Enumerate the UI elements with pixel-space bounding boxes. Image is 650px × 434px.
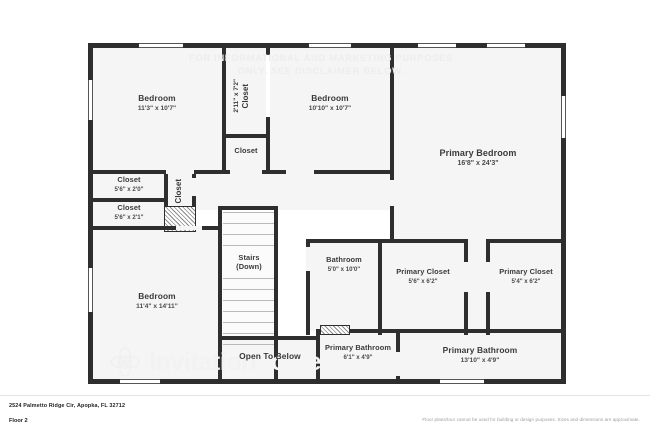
footer-bar: 2524 Palmetto Ridge Cir, Apopka, FL 3271…	[0, 395, 650, 434]
interior-wall-open-below-top	[218, 336, 320, 340]
window-top-left	[139, 43, 183, 48]
interior-wall-closet-divider	[222, 134, 270, 138]
door-opening-primary-bedroom	[390, 180, 394, 206]
room-label-closet-left-lower: Closet 5'6" x 2'1"	[114, 203, 144, 221]
room-fill-primary-closet-left	[382, 243, 464, 331]
room-label-closet-under-top: Closet	[234, 146, 258, 155]
exterior-wall-right	[561, 43, 566, 384]
interior-wall-closet-left	[222, 47, 226, 174]
interior-wall-bathroom-left	[306, 239, 310, 335]
closet-door-opening-top	[266, 55, 270, 117]
interior-wall-bedroom-rear-right	[218, 206, 222, 384]
room-fill-primary-bathroom-main	[400, 333, 562, 380]
interior-wall-closet-hall-right	[192, 174, 196, 230]
room-fill-bedroom-rear-left	[92, 230, 220, 380]
room-label-primary-bedroom: Primary Bedroom 16'8" x 24'3"	[439, 148, 517, 167]
room-label-primary-closet-right: Primary Closet 5'4" x 6'2"	[499, 267, 553, 285]
door-opening-closet-lower	[230, 170, 262, 174]
interior-wall-bathroom-right	[378, 239, 382, 335]
room-label-stairs: Stairs (Down)	[236, 253, 262, 271]
window-top-primary	[418, 43, 456, 48]
room-label-primary-bathroom-main: Primary Bathroom 13'10" x 4'9"	[442, 345, 518, 364]
window-bottom-right	[440, 379, 484, 384]
window-top-right	[309, 43, 351, 48]
room-fill-primary-bedroom	[394, 47, 562, 243]
interior-wall-pcloset-right-top	[486, 239, 566, 243]
floor-plan-canvas: FOR INFORMATIONAL AND MARKETING PURPOSES…	[88, 43, 566, 384]
room-label-open-to-below: Open To Below	[239, 351, 301, 361]
interior-wall-primary-bath-top	[316, 329, 566, 333]
room-fill-bathroom	[310, 243, 378, 331]
room-label-closet-hall-vertical: Closet	[174, 178, 183, 204]
property-address: 2524 Palmetto Ridge Cir, Apopka, FL 3271…	[9, 403, 126, 409]
room-fill-bedroom-front-left	[92, 47, 222, 174]
room-label-bedroom-front-right: Bedroom 10'10" x 10'7"	[308, 93, 352, 112]
window-bottom-left	[120, 379, 160, 384]
room-label-bathroom: Bathroom 5'0" x 10'0"	[326, 255, 362, 273]
door-opening-hall-closet-a	[192, 178, 196, 196]
stairs-treads	[223, 212, 274, 380]
room-label-primary-bathroom-small: Primary Bathroom 6'1" x 4'9"	[324, 343, 392, 361]
room-fill-bedroom-front-right	[270, 47, 390, 174]
interior-wall-bedroom-primary	[390, 47, 394, 243]
room-fill-closet-hall-vertical	[168, 174, 194, 208]
interior-wall-stairs-top	[218, 206, 278, 210]
interior-wall-stairs-right	[274, 206, 278, 384]
room-label-primary-closet-left: Primary Closet 5'6" x 6'2"	[396, 267, 450, 285]
exterior-wall-left	[88, 43, 93, 384]
interior-wall-closet-left-divider	[92, 198, 168, 202]
interior-wall-closet-hall-left	[164, 174, 168, 230]
room-fill-hall	[196, 174, 562, 210]
footer-disclaimer: Floor plans/tour cannot be used for buil…	[422, 417, 640, 422]
door-opening-primary-bath-divider	[396, 352, 400, 376]
window-left-bedroom-rear	[88, 268, 93, 312]
primary-bath-hatch-block	[320, 325, 350, 335]
floor-label: Floor 2	[9, 418, 28, 424]
room-fill-open-to-below	[222, 340, 318, 380]
door-opening-bedroom-front-left	[166, 170, 194, 174]
door-opening-pcloset-left	[464, 262, 468, 292]
interior-wall-bedroom-rear-top	[92, 226, 222, 230]
room-fill-primary-bath-link	[466, 243, 488, 333]
room-fill-primary-closet-right	[490, 243, 562, 331]
door-opening-pcloset-right	[486, 262, 490, 292]
door-opening-bedroom-front-right	[286, 170, 314, 174]
exterior-wall-bottom	[88, 379, 566, 384]
window-left-bedroom-front	[88, 80, 93, 120]
door-opening-bedroom-rear-left	[176, 226, 202, 230]
interior-wall-primary-bath-left	[316, 329, 320, 384]
room-fill-closet-under-top	[226, 137, 266, 174]
window-right-primary	[561, 96, 566, 138]
room-fill-closet-left-lower	[92, 202, 166, 228]
interior-wall-pcloset-left-top	[378, 239, 468, 243]
window-top-primary-2	[487, 43, 525, 48]
door-opening-bathroom	[306, 247, 310, 271]
room-label-closet-left-upper: Closet 5'6" x 2'0"	[114, 175, 144, 193]
interior-wall-bathroom-top	[306, 239, 386, 243]
room-label-bedroom-rear-left: Bedroom 11'4" x 14'11"	[136, 291, 178, 310]
room-fill-closet-left-upper	[92, 174, 166, 200]
room-fill-closet-vertical-top	[226, 47, 266, 137]
room-label-closet-vertical-top: Closet 2'11" x 7'2"	[233, 79, 250, 113]
room-fill-primary-bathroom-small	[320, 333, 396, 380]
room-label-bedroom-front-left: Bedroom 11'3" x 10'7"	[137, 93, 177, 112]
